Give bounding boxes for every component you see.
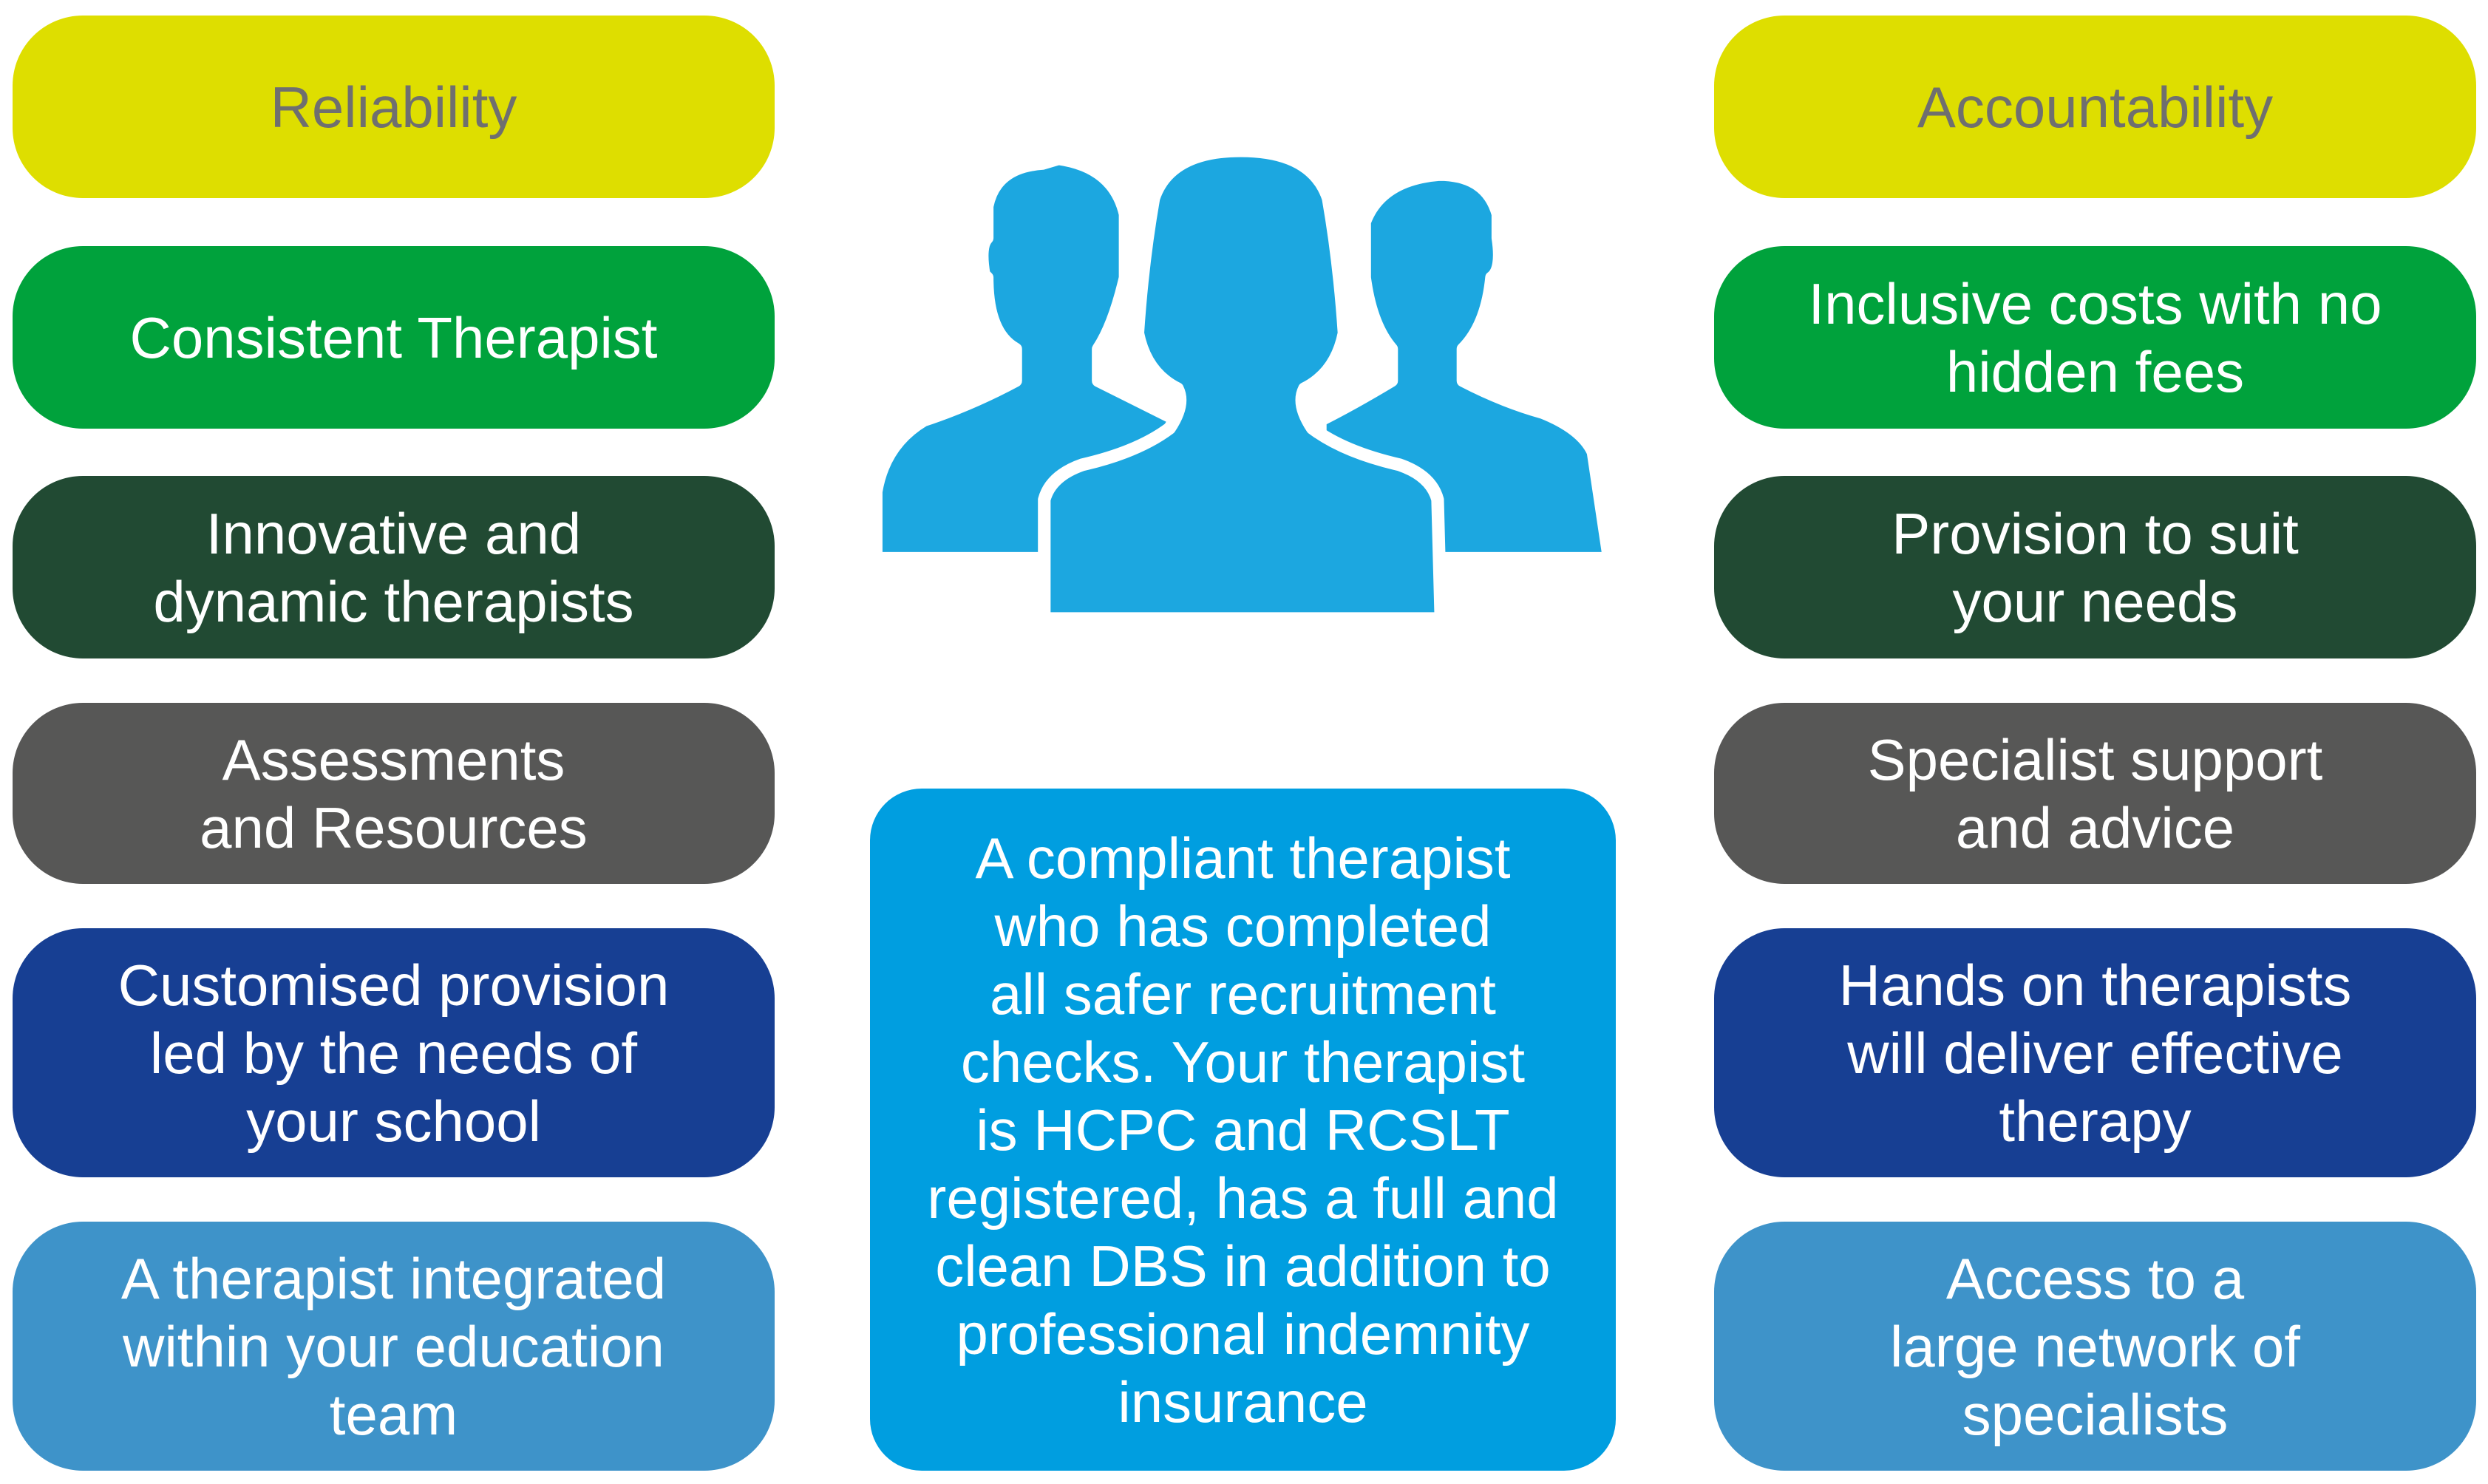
assessments-box: Assessments and Resources <box>13 703 775 884</box>
people-group-icon <box>876 151 1609 619</box>
compliance-info-box: A compliant therapist who has completed … <box>870 789 1616 1471</box>
network-box: Access to a large network of specialists <box>1714 1222 2476 1471</box>
customised-provision-box: Customised provision led by the needs of… <box>13 928 775 1177</box>
innovative-therapists-box: Innovative and dynamic therapists <box>13 476 775 658</box>
provision-box: Provision to suit your needs <box>1714 476 2476 658</box>
accountability-box: Accountability <box>1714 16 2476 198</box>
consistent-therapist-box: Consistent Therapist <box>13 246 775 429</box>
reliability-box: Reliability <box>13 16 775 198</box>
integrated-therapist-box: A therapist integrated within your educa… <box>13 1222 775 1471</box>
hands-on-therapists-box: Hands on therapists will deliver effecti… <box>1714 928 2476 1177</box>
specialist-support-box: Specialist support and advice <box>1714 703 2476 884</box>
inclusive-costs-box: Inclusive costs with no hidden fees <box>1714 246 2476 429</box>
